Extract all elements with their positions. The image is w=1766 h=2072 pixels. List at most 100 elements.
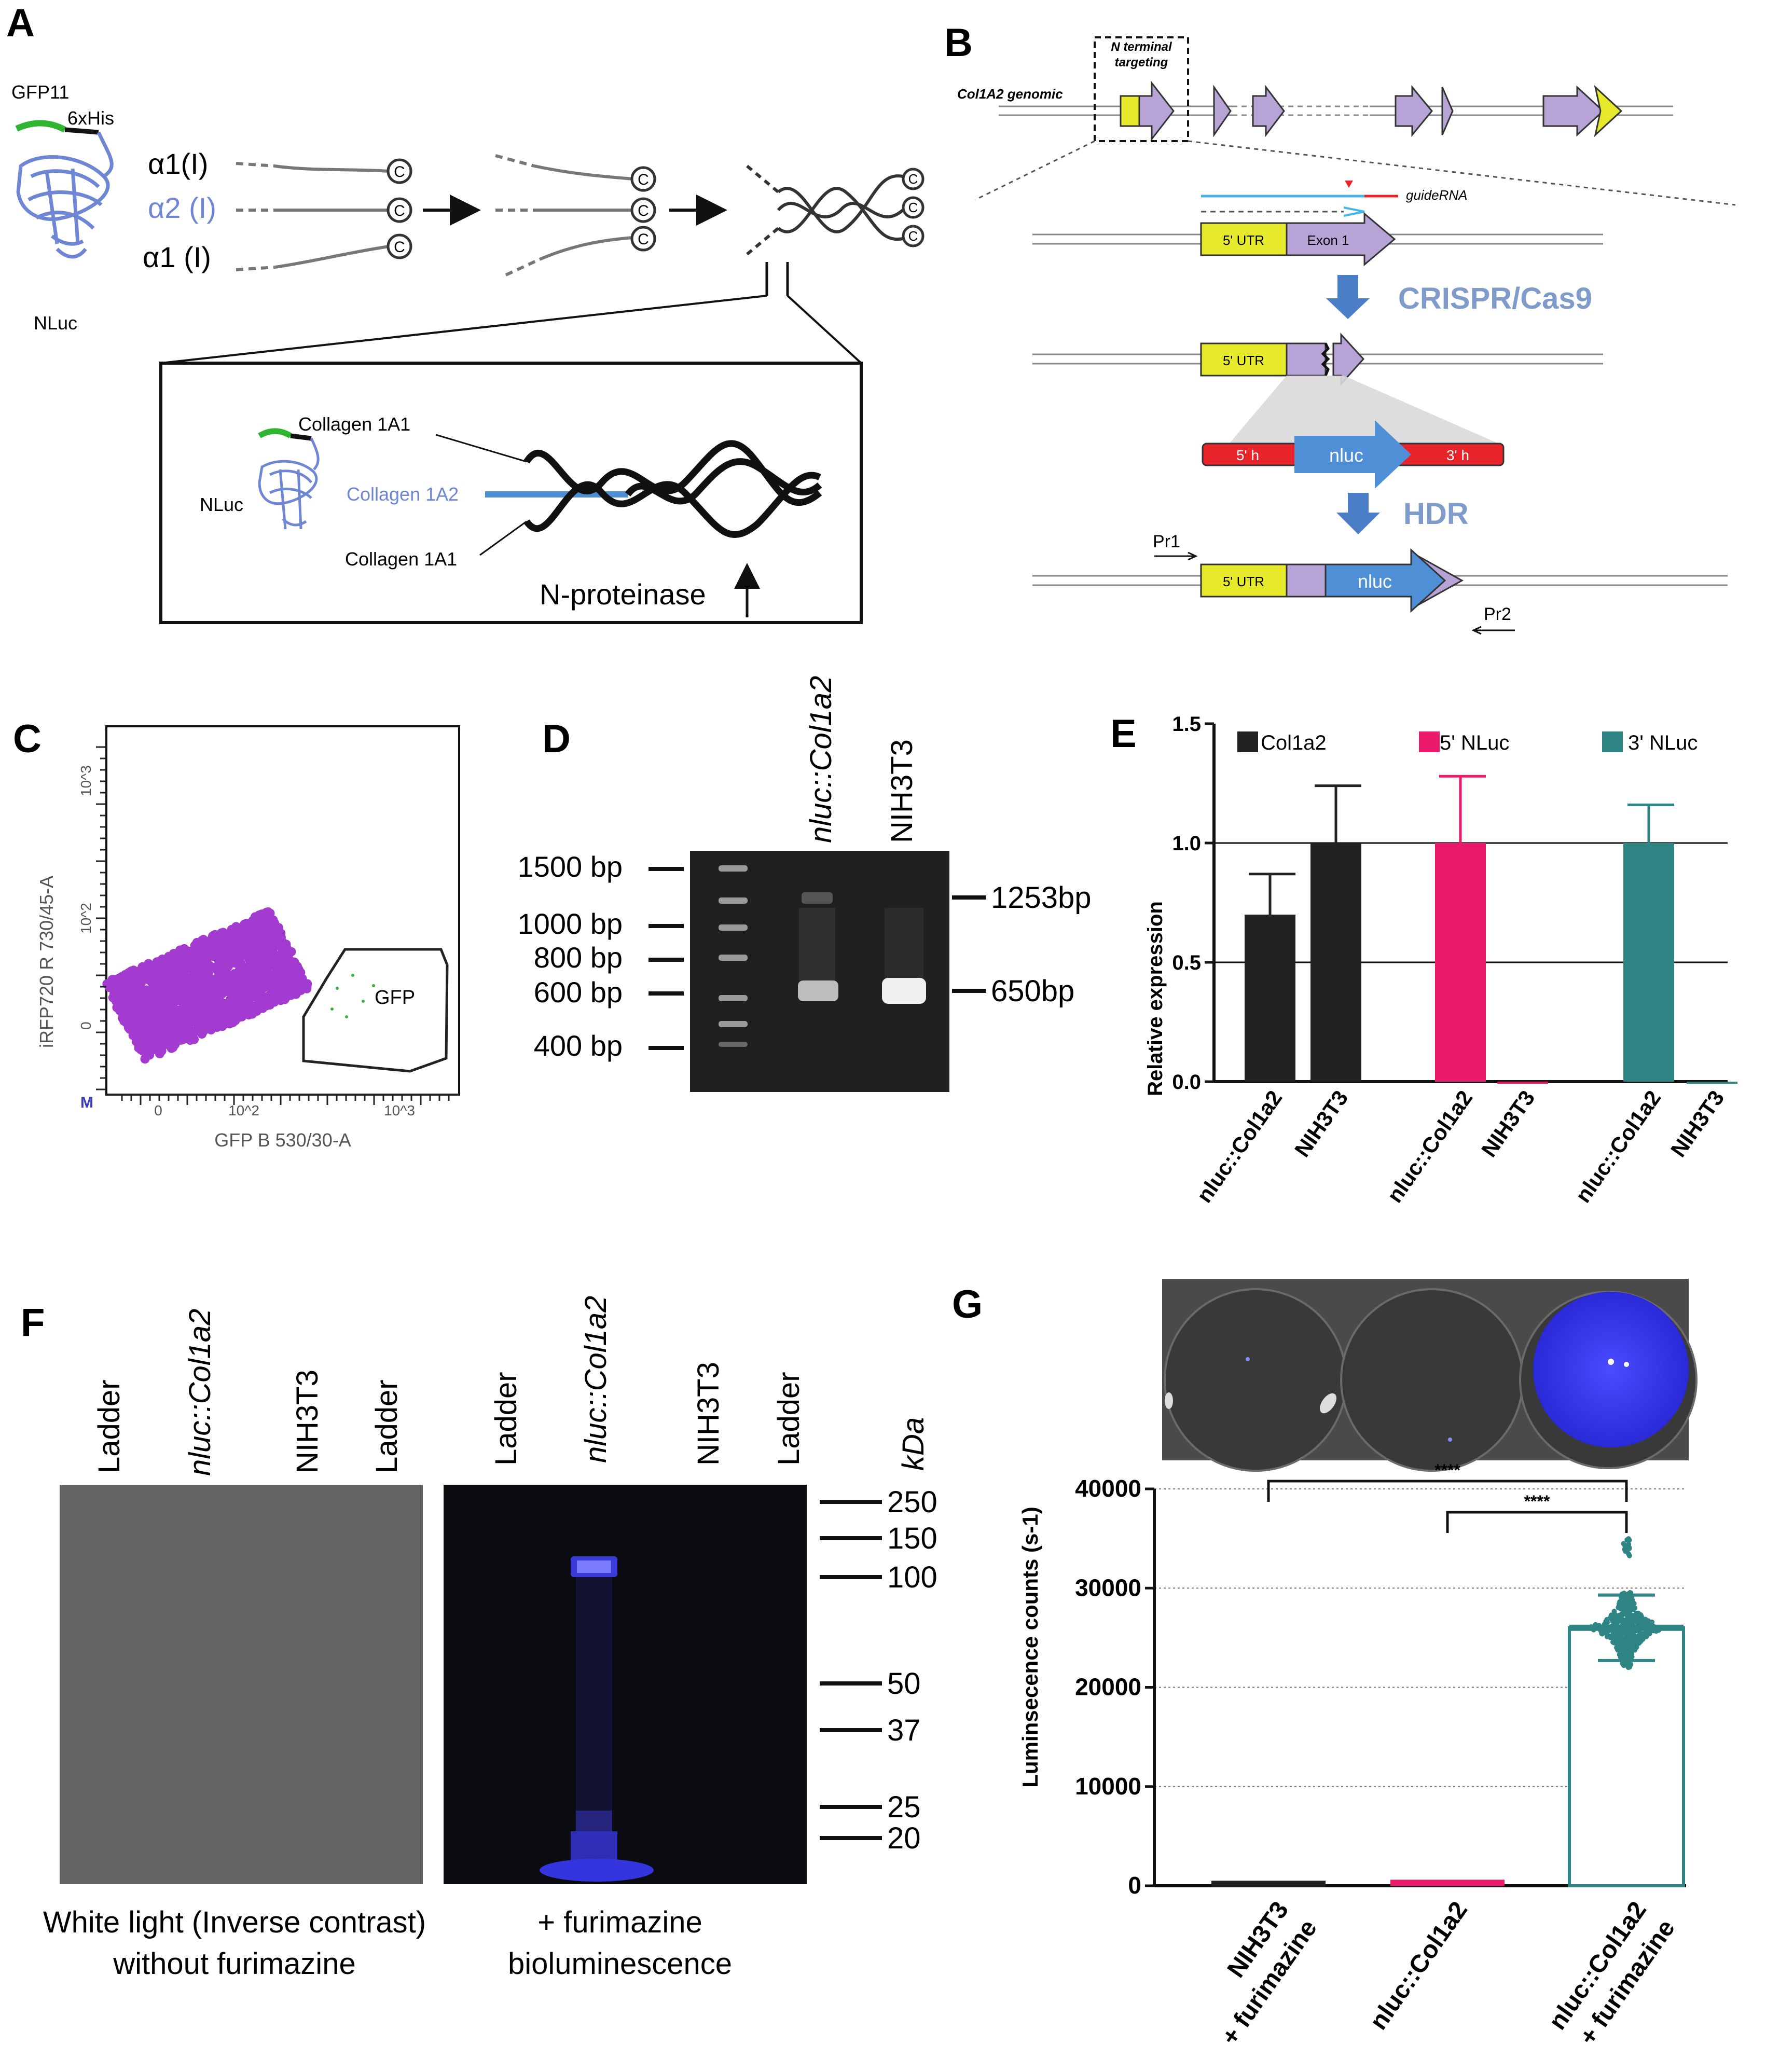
g-point: [1630, 1597, 1635, 1603]
kda-ticks: [820, 1500, 882, 1840]
nluc-protein-icon: [16, 131, 114, 259]
e-bar: [1310, 843, 1361, 1082]
e-xtick-label: nluc::Col1a2: [1192, 1086, 1287, 1207]
g-bar: [1568, 1626, 1685, 1887]
kda-150: 150: [887, 1522, 937, 1555]
panel-b: B Col1A2 genomic N terminal targeting: [944, 21, 1736, 635]
g-point: [1627, 1620, 1633, 1626]
f-captions: White light (Inverse contrast) without f…: [43, 1905, 732, 1981]
c-propeptide-icons-3: C C C: [902, 168, 925, 247]
g-bar: [1390, 1880, 1505, 1886]
f-left-nih3t3: NIH3T3: [291, 1370, 324, 1473]
caption-white-light-2: without furimazine: [113, 1947, 355, 1981]
g-significance-label: ****: [1434, 1461, 1460, 1480]
triple-helix: [746, 164, 904, 256]
flow-xtick-2: 10^2: [228, 1102, 259, 1118]
g-point: [1632, 1605, 1638, 1611]
panel-d: D nluc::Col1a2 NIH3T3 1500 bp 1000 bp 80…: [518, 676, 1092, 1092]
legend-5nluc: 5' NLuc: [1440, 731, 1509, 754]
caption-biolum-1: + furimazine: [537, 1905, 702, 1939]
g-ylabel: Luminsecence counts (s-1): [1018, 1507, 1042, 1787]
e-xtick-label: nluc::Col1a2: [1382, 1086, 1477, 1207]
c-mark-3c: C: [908, 228, 918, 244]
f-lane-labels-left: Ladder nluc::Col1a2 NIH3T3 Ladder: [92, 1309, 404, 1476]
kda-20: 20: [887, 1821, 921, 1855]
bioluminescence-bands: [540, 1556, 654, 1882]
g-xtick-label: nluc::Col1a2: [1364, 1897, 1473, 2035]
c-mark-1c: C: [394, 239, 405, 256]
e-legend: Col1a2 5' NLuc 3' NLuc: [1237, 731, 1698, 754]
g-point: [1613, 1636, 1619, 1642]
g-significance-bracket: [1446, 1511, 1628, 1533]
c-mark-2a: C: [638, 171, 649, 188]
donor-nluc: nluc: [1329, 445, 1363, 466]
nterm-box: [1094, 36, 1189, 142]
c-mark-2c: C: [638, 231, 649, 248]
ladder-1000: 1000 bp: [518, 907, 623, 940]
inset-nluc-icon: [258, 437, 320, 530]
inset-col1a2: Collagen 1A2: [347, 484, 459, 505]
g-point: [1649, 1619, 1655, 1625]
kda-25: 25: [887, 1790, 921, 1824]
panel-label-c: C: [13, 717, 42, 761]
e-bar: [1497, 1082, 1548, 1084]
hdr-arrow: [1336, 493, 1380, 534]
panel-c: C GFP iRFP720 R 730/45-A GFP B 530/30-A …: [13, 717, 460, 1151]
inset-col1a1-top: Collagen 1A1: [298, 413, 410, 435]
g-point: [1634, 1645, 1639, 1650]
legend-swatch-3nluc: [1602, 731, 1623, 752]
flow-ytick-0: 0: [78, 1021, 94, 1030]
chain-a1-top: α1(I): [148, 147, 208, 180]
g-point: [1619, 1611, 1624, 1617]
locus-row-1: [1032, 212, 1603, 267]
g-point: [1599, 1631, 1605, 1637]
ladder-400: 400 bp: [534, 1029, 623, 1062]
panel-label-e: E: [1110, 712, 1137, 756]
g-point: [1629, 1615, 1634, 1621]
inset-helix: [523, 440, 822, 538]
inset-nproteinase-label: N-proteinase: [540, 578, 706, 611]
g-ytick-label: 20000: [1075, 1674, 1141, 1701]
g-point: [1610, 1619, 1616, 1624]
ladder-1500: 1500 bp: [518, 850, 623, 883]
f-left-ladder-2: Ladder: [370, 1379, 404, 1473]
caption-white-light-1: White light (Inverse contrast): [43, 1905, 426, 1939]
gel-ladder-bands: [719, 865, 748, 1047]
nluc-label: NLuc: [34, 312, 77, 334]
row3-nluc: nluc: [1358, 571, 1392, 592]
flow-ylabel: iRFP720 R 730/45-A: [36, 876, 57, 1048]
g-point: [1634, 1610, 1639, 1616]
g-point: [1616, 1633, 1622, 1638]
g-ytick-label: 30000: [1075, 1574, 1141, 1601]
e-xtick-label: nluc::Col1a2: [1570, 1086, 1665, 1207]
f-left-nluc: nluc::Col1a2: [183, 1309, 217, 1476]
flow-xtick-0: 0: [154, 1102, 162, 1118]
panel-label-a: A: [6, 1, 35, 45]
e-xtick-label: NIH3T3: [1666, 1086, 1729, 1161]
kda-100: 100: [887, 1560, 937, 1594]
g-significance-bracket: [1267, 1480, 1628, 1502]
gfp-gate: [302, 948, 449, 1073]
c-propeptide-icons-2: C C C: [630, 166, 656, 252]
e-ytick-label: 1.0: [1172, 832, 1201, 855]
f-right-nluc: nluc::Col1a2: [579, 1296, 613, 1463]
nterm-label-2: targeting: [1115, 56, 1168, 70]
e-xtick-label: NIH3T3: [1290, 1086, 1353, 1161]
c-mark-3b: C: [908, 200, 918, 215]
ladder-800: 800 bp: [534, 941, 623, 974]
crispr-arrow: [1326, 275, 1370, 319]
hdr-label: HDR: [1403, 497, 1469, 531]
flow-ytick-2: 10^2: [78, 903, 94, 934]
legend-col1a2: Col1a2: [1261, 731, 1327, 754]
his-tag: [64, 127, 99, 135]
flow-xlabel: GFP B 530/30-A: [214, 1129, 351, 1151]
g-point: [1644, 1634, 1649, 1639]
genomic-label: Col1A2 genomic: [957, 86, 1063, 102]
genomic-locus: [999, 80, 1673, 142]
panel-label-b: B: [944, 21, 973, 65]
g-point: [1627, 1653, 1633, 1659]
gate-label: GFP: [375, 987, 415, 1009]
inset-gfp11: [258, 428, 292, 438]
legend-swatch-5nluc: [1419, 731, 1440, 752]
collagen-chains-stage2: [495, 154, 633, 277]
